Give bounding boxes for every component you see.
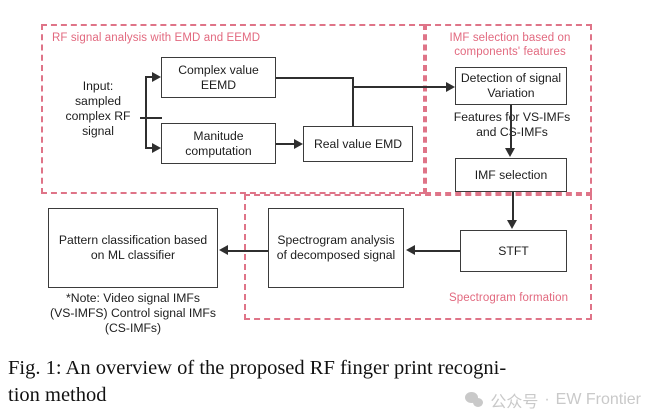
node-spectrogram-analysis[interactable]: Spectrogram analysis of decomposed signa…	[268, 208, 404, 288]
node-complex-value-eemd[interactable]: Complex value EEMD	[161, 57, 276, 98]
edge-bus-to-magnitude	[145, 147, 155, 149]
region-spectrogram-formation-label: Spectrogram formation	[449, 292, 569, 304]
edge-complex-eemd-out	[276, 77, 354, 79]
region-imf-selection-label-line1: IMF selection based on	[449, 32, 571, 44]
node-real-value-emd[interactable]: Real value EMD	[303, 126, 413, 162]
arrowhead-to-stft	[507, 220, 517, 229]
node-detection-of-signal-variation[interactable]: Detection of signal Variation	[455, 67, 567, 105]
figure-caption: Fig. 1: An overview of the proposed RF f…	[8, 355, 648, 409]
node-magnitude-computation[interactable]: Manitude computation	[161, 123, 276, 164]
arrowhead-to-pattern	[219, 245, 228, 255]
edge-bus-to-complex-eemd	[145, 76, 155, 78]
watermark-account-label: 公众号	[490, 394, 539, 411]
figure-caption-line1: Fig. 1: An overview of the proposed RF f…	[8, 357, 507, 379]
edge-magnitude-to-real-emd	[276, 143, 295, 145]
arrowhead-to-complex-eemd	[152, 72, 161, 82]
arrowhead-to-magnitude	[152, 143, 161, 153]
arrowhead-to-spectrogram	[406, 245, 415, 255]
arrowhead-to-imf-selection	[505, 148, 515, 157]
edge-complex-eemd-down	[352, 77, 354, 126]
edge-input-to-bus	[140, 117, 162, 119]
node-pattern-classification[interactable]: Pattern classification based on ML class…	[48, 208, 218, 288]
node-input: Input: sampled complex RF signal	[65, 79, 131, 138]
region-spectrogram-formation	[244, 194, 592, 320]
edge-stft-to-spectrogram	[414, 250, 460, 252]
figure-caption-line2: tion method	[8, 384, 107, 406]
edge-bus-vertical	[145, 76, 147, 148]
edge-imf-selection-to-stft	[512, 192, 514, 222]
edge-spectrogram-to-pattern	[228, 250, 268, 252]
watermark: 公众号 · EW Frontier	[465, 388, 641, 412]
arrowhead-to-detection	[446, 82, 455, 92]
region-imf-selection	[425, 24, 592, 194]
region-emd-analysis	[41, 24, 425, 194]
edge-label-features: Features for VS-IMFs and CS-IMFs	[453, 110, 571, 139]
region-imf-selection-label-line2: components' features	[454, 46, 566, 58]
node-imf-selection[interactable]: IMF selection	[455, 158, 567, 192]
edge-merge-to-detection	[352, 86, 447, 88]
region-emd-analysis-label: RF signal analysis with EMD and EEMD	[52, 32, 261, 44]
watermark-separator: ·	[544, 391, 550, 408]
arrowhead-to-real-emd	[294, 139, 303, 149]
note-text: *Note: Video signal IMFs (VS-IMFS) Contr…	[50, 291, 216, 335]
edge-detection-to-imf-selection	[510, 105, 512, 150]
node-stft[interactable]: STFT	[460, 230, 567, 272]
wechat-icon	[465, 392, 484, 408]
watermark-name: EW Frontier	[555, 391, 641, 408]
